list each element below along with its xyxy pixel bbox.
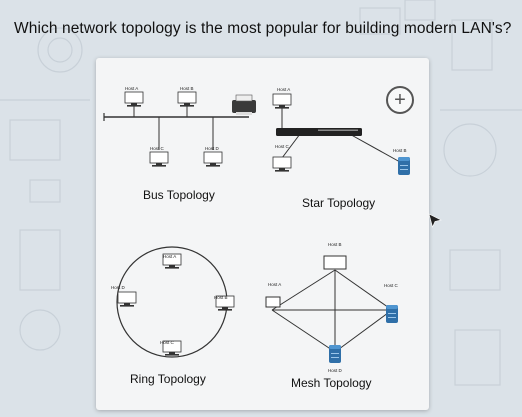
star-host-a: Host A	[277, 87, 290, 92]
computer-icon	[177, 91, 197, 108]
mesh-host-b: Host B	[328, 242, 342, 247]
zoom-in-button[interactable]: +	[386, 86, 414, 114]
star-host-c: Host C	[275, 144, 290, 149]
star-topology-caption: Star Topology	[302, 196, 376, 210]
computer-icon	[149, 151, 169, 168]
mesh-host-c: Host C	[384, 283, 399, 288]
bus-host-d: Host D	[205, 146, 220, 151]
zoom-in-icon: +	[394, 89, 406, 111]
ring-host-d: Host D	[111, 285, 126, 290]
server-icon	[329, 345, 341, 363]
ring-topology-caption: Ring Topology	[130, 372, 206, 386]
question-text: Which network topology is the most popul…	[14, 20, 512, 37]
server-icon	[386, 305, 398, 323]
star-topology: Host A Host C Host B	[272, 87, 410, 175]
star-host-b: Host B	[393, 148, 407, 153]
bus-host-c: Host C	[150, 146, 165, 151]
server-icon	[398, 157, 410, 175]
bus-topology-caption: Bus Topology	[143, 188, 215, 202]
computer-icon	[272, 93, 292, 110]
computer-icon	[124, 91, 144, 108]
computer-icon	[203, 151, 223, 168]
ring-host-a: Host A	[163, 254, 176, 259]
computer-icon	[272, 156, 292, 173]
mesh-host-d: Host D	[328, 368, 343, 373]
switch-icon	[276, 128, 362, 136]
mesh-host-a: Host A	[268, 282, 281, 287]
mouse-cursor-icon	[428, 213, 442, 228]
bus-host-b: Host B	[180, 86, 194, 91]
ring-topology: Host A Host D Host B Host C	[111, 246, 235, 358]
computer-icon	[117, 291, 137, 308]
ring-host-b: Host B	[214, 295, 228, 300]
mesh-topology-caption: Mesh Topology	[291, 376, 372, 390]
bus-topology: Host A Host B Host C Host D	[103, 86, 256, 168]
bus-host-a: Host A	[125, 86, 138, 91]
ring-host-c: Host C	[160, 340, 175, 345]
mesh-topology: Host B Host A Host C Host D	[265, 242, 399, 373]
printer-icon	[232, 94, 256, 115]
